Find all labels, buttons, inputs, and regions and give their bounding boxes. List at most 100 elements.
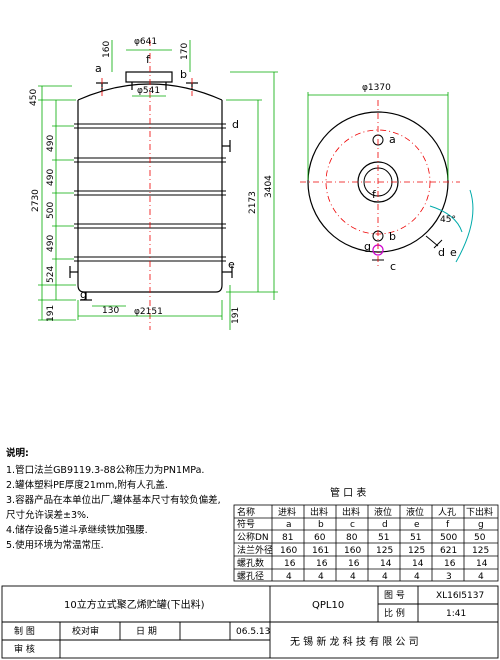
nozzle-table-header: 名称 进料 出料 出料 液位 液位 人孔 下出料 (237, 506, 493, 518)
drawn-label: 制 图 (14, 625, 35, 637)
table-cell: 3 (446, 572, 452, 582)
table-cell: 14 (380, 559, 392, 569)
table-cell: 16 (444, 559, 456, 569)
nozzle-label-a-plan: a (389, 133, 396, 146)
nozzle-label-f-front: f (146, 53, 151, 66)
table-cell: 621 (440, 546, 457, 556)
table-cell: b (318, 520, 324, 530)
dim-d641: φ641 (134, 37, 157, 47)
table-cell: 公称DN (237, 531, 269, 543)
drawing-no-label: 图 号 (384, 590, 405, 601)
table-cell: 16 (316, 559, 328, 569)
nozzle-label-b-plan: b (389, 230, 396, 243)
nozzle-label-e-front: e (228, 258, 235, 271)
table-cell: 14 (412, 559, 424, 569)
drawing-model: QPL10 (312, 600, 344, 611)
table-cell: 161 (312, 546, 329, 556)
approve-label: 审 核 (14, 643, 35, 655)
nozzle-label-e-plan: e (450, 246, 457, 259)
dim-2173: 2173 (248, 191, 258, 214)
dim-170: 170 (180, 43, 190, 60)
table-cell: 4 (286, 572, 292, 582)
table-header-cell: 出料 (342, 506, 360, 518)
table-cell: 4 (318, 572, 324, 582)
nozzle-label-b-front: b (180, 68, 187, 81)
dim-191-right: 191 (231, 307, 241, 324)
table-cell: 螺孔数 (237, 557, 264, 569)
dim-3404: 3404 (264, 175, 274, 198)
dim-d2151: φ2151 (134, 307, 163, 317)
nozzle-table-title: 管 口 表 (330, 486, 366, 499)
dim-2730: 2730 (31, 189, 41, 212)
nozzle-label-g-front: g (80, 288, 87, 301)
table-cell: 125 (472, 546, 489, 556)
angle-leader (455, 189, 474, 263)
dim-490-a: 490 (46, 135, 56, 152)
table-header-cell: 出料 (310, 506, 328, 518)
table-header-cell: 进料 (278, 506, 296, 518)
nozzle-table-body: 符号 a b c d e f g 公称DN 81 60 80 51 51 500… (237, 518, 489, 582)
table-cell: 60 (314, 533, 326, 543)
notes-title: 说明: (6, 448, 29, 459)
note-item: 1.管口法兰GB9119.3-88公称压力为PN1MPa. (6, 465, 205, 476)
note-item: 4.储存设备5道斗承继续铁加强腰. (6, 525, 148, 536)
table-cell: f (446, 520, 450, 530)
dim-490-c: 490 (46, 235, 56, 252)
nozzle-label-c-plan: c (390, 260, 396, 273)
nozzle-label-d-plan: d (438, 246, 445, 259)
table-cell: 80 (346, 533, 358, 543)
scale-value: 1:41 (446, 609, 466, 619)
table-cell: 14 (476, 559, 488, 569)
plan-dimension-lines (307, 92, 449, 180)
front-centerlines (101, 40, 193, 330)
front-dimension-lines (38, 40, 278, 330)
drawing-no: XL16I5137 (436, 591, 484, 601)
table-cell: 法兰外径 (237, 544, 273, 556)
date-value: 06.5.13 (236, 627, 270, 637)
table-cell: 4 (350, 572, 356, 582)
table-cell: 50 (474, 533, 486, 543)
dim-d1370: φ1370 (362, 83, 391, 93)
table-cell: 4 (478, 572, 484, 582)
table-cell: 81 (282, 533, 293, 543)
table-cell: g (478, 520, 484, 530)
table-cell: 160 (344, 546, 361, 556)
date-label: 日 期 (136, 626, 157, 637)
nozzle-table (233, 504, 499, 582)
table-cell: 符号 (237, 518, 255, 530)
dim-500: 500 (46, 202, 56, 219)
table-cell: a (286, 520, 292, 530)
table-cell: 125 (408, 546, 425, 556)
dim-angle-45: 45° (440, 215, 456, 225)
tank-plan-view (307, 111, 449, 261)
table-cell: 500 (440, 533, 457, 543)
nozzle-label-g-plan: g (364, 240, 371, 253)
dim-490-b: 490 (46, 169, 56, 186)
scale-label: 比 例 (384, 607, 405, 619)
note-item: 2.罐体塑料PE厚度21mm,附有人孔盖. (6, 480, 168, 491)
table-header-cell: 名称 (237, 506, 255, 518)
table-cell: 4 (382, 572, 388, 582)
angle-arc (429, 205, 463, 233)
nozzle-label-f-plan: f (372, 188, 377, 201)
table-cell: 160 (280, 546, 297, 556)
note-item: 尺寸允许误差±3%. (6, 510, 90, 521)
title-block (1, 585, 499, 659)
table-cell: d (382, 520, 388, 530)
checker-label: 校对审 (72, 625, 99, 637)
table-cell: 51 (410, 533, 421, 543)
dim-524: 524 (46, 266, 56, 283)
table-header-cell: 液位 (406, 506, 424, 518)
technical-notes: 说明: 1.管口法兰GB9119.3-88公称压力为PN1MPa. 2.罐体塑料… (6, 446, 236, 553)
note-item: 5.使用环境为常温常压. (6, 540, 104, 551)
nozzle-label-a-front: a (95, 62, 102, 75)
table-cell: 125 (376, 546, 393, 556)
dim-191-left: 191 (46, 305, 56, 322)
table-cell: 16 (284, 559, 296, 569)
note-item: 3.容器产品在本单位出厂,罐体基本尺寸有较负偏差, (6, 495, 221, 506)
table-cell: 16 (348, 559, 360, 569)
plan-centerlines (300, 100, 460, 268)
company-name: 无 锡 新 龙 科 技 有 限 公 司 (290, 635, 419, 648)
drawing-name: 10立方立式聚乙烯贮罐(下出料) (64, 598, 205, 611)
